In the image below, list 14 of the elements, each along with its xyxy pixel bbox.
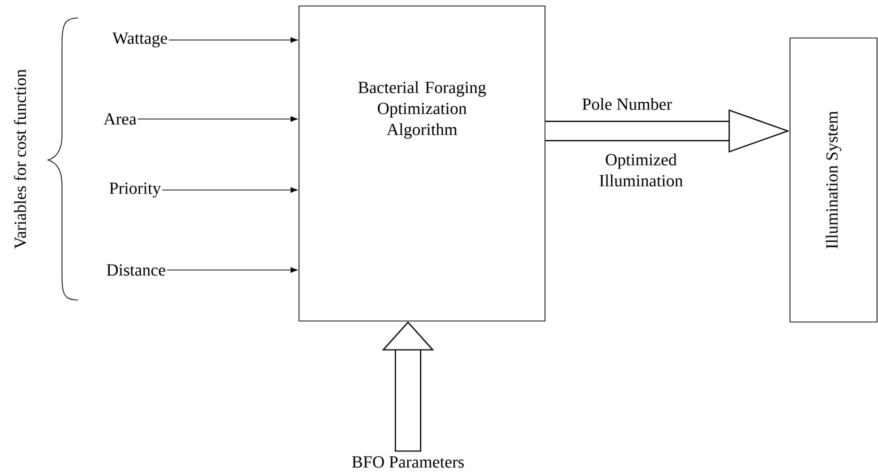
arrow: [162, 187, 298, 193]
input-label: BFO Parameters: [352, 456, 464, 468]
output-label: Optimized Illumination: [600, 154, 683, 186]
input-label: Priority: [110, 182, 161, 198]
arrow: [137, 116, 298, 122]
rotated-label: Variables for cost function: [14, 69, 26, 249]
edge-label: Pole Number: [582, 98, 672, 110]
arrow: [168, 37, 298, 43]
arrow: [166, 267, 298, 273]
input-label: Distance: [106, 264, 166, 276]
process-box: Bacterial Foraging Optimization Algorithm: [298, 6, 546, 322]
input-label: Wattage: [112, 32, 168, 48]
system-box: Illumination System: [790, 38, 878, 322]
input-label: Area: [104, 113, 136, 125]
